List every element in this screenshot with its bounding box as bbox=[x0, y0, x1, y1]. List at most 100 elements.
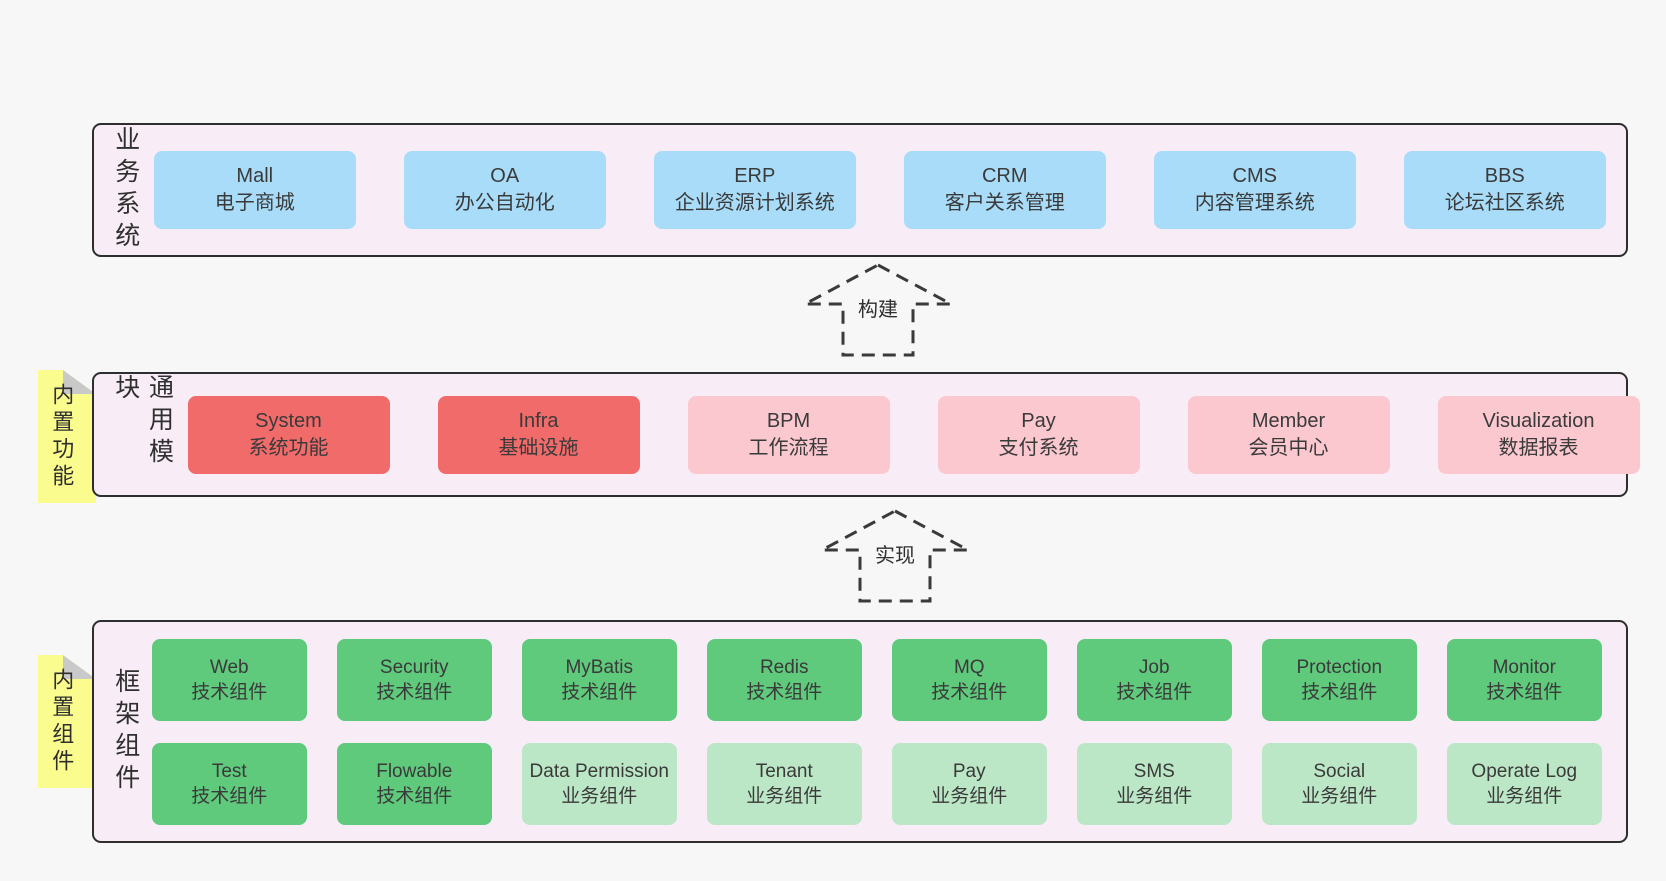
arrow-implement: 实现 bbox=[820, 508, 970, 604]
box-mq: MQ 技术组件 bbox=[891, 638, 1047, 721]
box-system: System 系统功能 bbox=[187, 395, 390, 474]
box-subtitle: 技术组件 bbox=[746, 681, 823, 703]
box-subtitle: 数据报表 bbox=[1498, 436, 1579, 459]
up-block-arrow-icon bbox=[804, 263, 952, 357]
band-business-systems: 业务系统 Mall 电子商城 OA 办公自动化 ERP 企业资源计划系统 CRM… bbox=[92, 123, 1628, 257]
box-subtitle: 技术组件 bbox=[561, 681, 638, 703]
band-common-modules: 通用模块 System 系统功能 Infra 基础设施 BPM 工作流程 Pay… bbox=[92, 372, 1640, 497]
box-title: Visualization bbox=[1482, 409, 1595, 432]
box-title: CMS bbox=[1232, 165, 1277, 187]
box-title: Security bbox=[379, 656, 449, 678]
box-title: MyBatis bbox=[565, 656, 634, 678]
box-title: System bbox=[255, 409, 322, 432]
box-title: Monitor bbox=[1492, 656, 1556, 678]
box-pay-component: Pay 业务组件 bbox=[891, 742, 1047, 825]
box-title: Social bbox=[1313, 760, 1366, 782]
box-title: Infra bbox=[518, 409, 559, 432]
box-subtitle: 技术组件 bbox=[376, 681, 453, 703]
box-title: Web bbox=[209, 656, 249, 678]
box-member: Member 会员中心 bbox=[1187, 395, 1390, 474]
box-subtitle: 业务组件 bbox=[931, 785, 1008, 807]
box-title: Data Permission bbox=[529, 760, 669, 782]
box-title: Pay bbox=[952, 760, 986, 782]
component-boxes: Web 技术组件 Security 技术组件 MyBatis 技术组件 Redi… bbox=[142, 638, 1626, 825]
box-title: Operate Log bbox=[1471, 760, 1578, 782]
box-subtitle: 技术组件 bbox=[1116, 681, 1193, 703]
box-title: Mall bbox=[236, 165, 274, 187]
note-built-in-components: 内置组件 bbox=[38, 655, 96, 788]
business-boxes: Mall 电子商城 OA 办公自动化 ERP 企业资源计划系统 CRM 客户关系… bbox=[142, 151, 1626, 229]
box-data-permission: Data Permission 业务组件 bbox=[521, 742, 677, 825]
box-subtitle: 工作流程 bbox=[748, 436, 829, 459]
box-test: Test 技术组件 bbox=[151, 742, 307, 825]
box-mybatis: MyBatis 技术组件 bbox=[521, 638, 677, 721]
box-subtitle: 办公自动化 bbox=[454, 192, 555, 214]
box-title: BPM bbox=[766, 409, 811, 432]
arrow-build-label: 构建 bbox=[855, 292, 901, 323]
box-operate-log: Operate Log 业务组件 bbox=[1446, 742, 1602, 825]
band-label-framework-components: 框架组件 bbox=[111, 667, 140, 796]
box-pay-module: Pay 支付系统 bbox=[937, 395, 1140, 474]
box-title: Test bbox=[211, 760, 247, 782]
box-subtitle: 技术组件 bbox=[191, 681, 268, 703]
box-title: Member bbox=[1251, 409, 1326, 432]
box-title: MQ bbox=[953, 656, 985, 678]
box-cms: CMS 内容管理系统 bbox=[1153, 151, 1356, 229]
box-sms: SMS 业务组件 bbox=[1076, 742, 1232, 825]
box-subtitle: 论坛社区系统 bbox=[1444, 192, 1565, 214]
box-crm: CRM 客户关系管理 bbox=[903, 151, 1106, 229]
box-subtitle: 业务组件 bbox=[1116, 785, 1193, 807]
box-protection: Protection 技术组件 bbox=[1261, 638, 1417, 721]
box-subtitle: 内容管理系统 bbox=[1194, 192, 1315, 214]
box-bpm: BPM 工作流程 bbox=[687, 395, 890, 474]
box-subtitle: 客户关系管理 bbox=[944, 192, 1065, 214]
note-text: 内置功能 bbox=[49, 382, 75, 491]
box-title: CRM bbox=[981, 165, 1028, 187]
box-subtitle: 技术组件 bbox=[191, 785, 268, 807]
box-subtitle: 会员中心 bbox=[1248, 436, 1329, 459]
box-subtitle: 业务组件 bbox=[561, 785, 638, 807]
box-infra: Infra 基础设施 bbox=[437, 395, 640, 474]
component-row-1: Web 技术组件 Security 技术组件 MyBatis 技术组件 Redi… bbox=[151, 638, 1614, 721]
box-subtitle: 业务组件 bbox=[1301, 785, 1378, 807]
box-subtitle: 技术组件 bbox=[931, 681, 1008, 703]
box-job: Job 技术组件 bbox=[1076, 638, 1232, 721]
band-framework-components: 框架组件 Web 技术组件 Security 技术组件 MyBatis 技术组件… bbox=[92, 620, 1628, 843]
box-subtitle: 支付系统 bbox=[998, 436, 1079, 459]
box-subtitle: 系统功能 bbox=[248, 436, 329, 459]
up-block-arrow-icon bbox=[821, 509, 969, 603]
box-subtitle: 电子商城 bbox=[214, 192, 295, 214]
box-subtitle: 业务组件 bbox=[746, 785, 823, 807]
component-row-2: Test 技术组件 Flowable 技术组件 Data Permission … bbox=[151, 742, 1614, 825]
box-subtitle: 企业资源计划系统 bbox=[674, 192, 835, 214]
box-title: Redis bbox=[759, 656, 809, 678]
box-web: Web 技术组件 bbox=[151, 638, 307, 721]
arrow-implement-label: 实现 bbox=[872, 538, 918, 569]
box-subtitle: 业务组件 bbox=[1486, 785, 1563, 807]
box-erp: ERP 企业资源计划系统 bbox=[653, 151, 856, 229]
band-label-business-systems: 业务系统 bbox=[111, 126, 140, 254]
note-text: 内置组件 bbox=[49, 667, 75, 776]
box-title: Pay bbox=[1021, 409, 1056, 432]
box-title: OA bbox=[490, 165, 520, 187]
box-subtitle: 技术组件 bbox=[1301, 681, 1378, 703]
arrow-build: 构建 bbox=[803, 262, 953, 358]
box-title: ERP bbox=[734, 165, 776, 187]
box-title: BBS bbox=[1484, 165, 1525, 187]
box-title: SMS bbox=[1133, 760, 1175, 782]
box-subtitle: 技术组件 bbox=[1486, 681, 1563, 703]
box-subtitle: 基础设施 bbox=[498, 436, 579, 459]
box-mall: Mall 电子商城 bbox=[153, 151, 356, 229]
box-subtitle: 技术组件 bbox=[376, 785, 453, 807]
box-visualization: Visualization 数据报表 bbox=[1437, 395, 1640, 474]
box-social: Social 业务组件 bbox=[1261, 742, 1417, 825]
box-flowable: Flowable 技术组件 bbox=[336, 742, 492, 825]
box-security: Security 技术组件 bbox=[336, 638, 492, 721]
box-oa: OA 办公自动化 bbox=[403, 151, 606, 229]
module-boxes: System 系统功能 Infra 基础设施 BPM 工作流程 Pay 支付系统… bbox=[176, 395, 1654, 474]
box-redis: Redis 技术组件 bbox=[706, 638, 862, 721]
box-title: Tenant bbox=[755, 760, 813, 782]
box-title: Job bbox=[1138, 656, 1170, 678]
box-tenant: Tenant 业务组件 bbox=[706, 742, 862, 825]
